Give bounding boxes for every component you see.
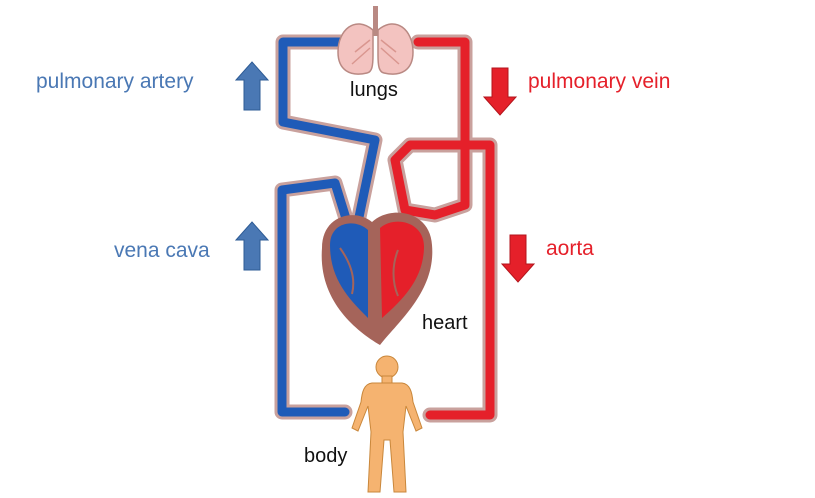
lungs-label: lungs bbox=[350, 79, 398, 101]
lungs-icon bbox=[337, 6, 414, 75]
pulmonary-artery-label: pulmonary artery bbox=[36, 70, 194, 93]
vena-cava-label: vena cava bbox=[114, 239, 210, 262]
heart-icon bbox=[321, 212, 433, 345]
oxygenated-vessels bbox=[387, 34, 498, 423]
pulmonary-artery-arrow-icon bbox=[234, 61, 270, 111]
heart-label: heart bbox=[422, 312, 468, 334]
body-label: body bbox=[304, 445, 348, 467]
vena-cava-arrow-icon bbox=[234, 221, 270, 271]
pulmonary-vein-label: pulmonary vein bbox=[528, 70, 671, 93]
pulmonary-vein-arrow-icon bbox=[482, 67, 518, 116]
aorta-label: aorta bbox=[546, 237, 594, 260]
human-figure-icon bbox=[351, 355, 423, 493]
aorta-arrow-icon bbox=[500, 234, 536, 283]
